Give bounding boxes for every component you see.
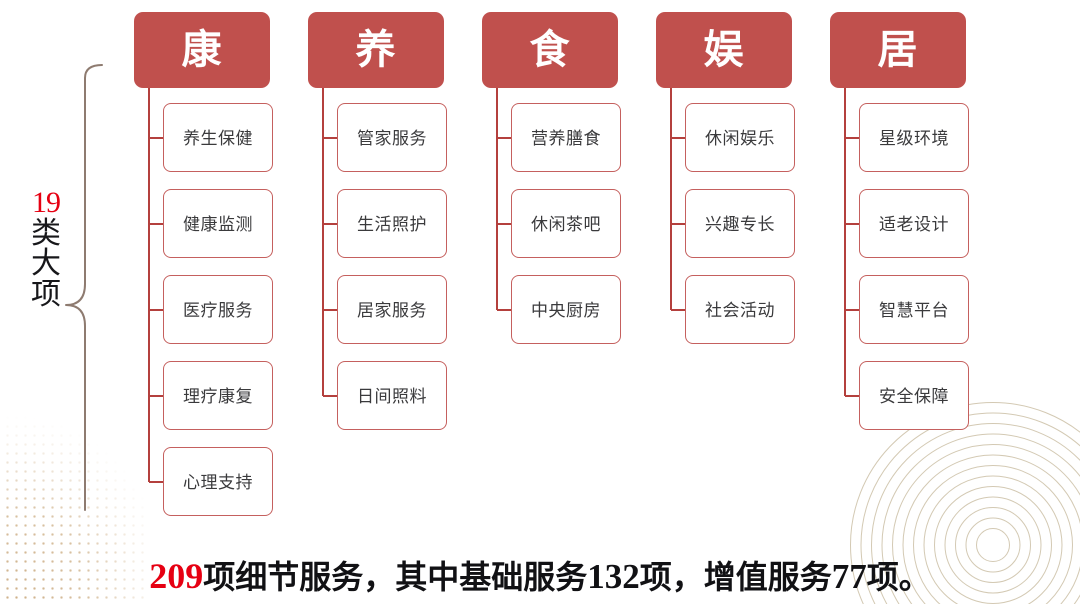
node-connector-stub (323, 308, 338, 311)
service-node[interactable]: 星级环境 (859, 103, 969, 172)
node-connector-stub (845, 308, 860, 311)
node-connector-stub (323, 394, 338, 397)
column-connector-line-2 (322, 88, 324, 396)
category-header-4[interactable]: 娱 (656, 12, 792, 88)
category-count-number: 19 (32, 186, 61, 219)
category-header-1[interactable]: 康 (134, 12, 270, 88)
node-connector-stub (845, 222, 860, 225)
service-node[interactable]: 日间照料 (337, 361, 447, 430)
caption-text-2: 项，增值服务 (639, 559, 832, 595)
caption-text-3: 项。 (866, 559, 931, 595)
category-header-2[interactable]: 养 (308, 12, 444, 88)
category-count-char-2: 项 (31, 277, 61, 311)
service-node[interactable]: 社会活动 (685, 275, 795, 344)
caption-total-count: 209 (149, 556, 204, 596)
summary-caption: 209项细节服务，其中基础服务132项，增值服务77项。 (0, 552, 1080, 598)
node-connector-stub (671, 308, 686, 311)
service-node[interactable]: 营养膳食 (511, 103, 621, 172)
column-connector-line-3 (496, 88, 498, 310)
node-connector-stub (845, 136, 860, 139)
node-connector-stub (497, 222, 512, 225)
column-connector-line-1 (148, 88, 150, 482)
column-connector-line-4 (670, 88, 672, 310)
node-connector-stub (149, 136, 164, 139)
category-columns: 康养生保健健康监测医疗服务理疗康复心理支持 养管家服务生活照护居家服务日间照料 食营… (134, 12, 969, 516)
node-connector-stub (149, 308, 164, 311)
node-connector-stub (497, 308, 512, 311)
caption-basic-count: 132 (587, 557, 640, 596)
node-connector-stub (323, 136, 338, 139)
service-node[interactable]: 中央厨房 (511, 275, 621, 344)
node-connector-stub (671, 136, 686, 139)
service-node[interactable]: 休闲茶吧 (511, 189, 621, 258)
node-connector-stub (149, 480, 164, 483)
service-node[interactable]: 医疗服务 (163, 275, 273, 344)
service-node[interactable]: 理疗康复 (163, 361, 273, 430)
node-connector-stub (149, 394, 164, 397)
service-node[interactable]: 健康监测 (163, 189, 273, 258)
caption-text-1: 项细节服务，其中基础服务 (203, 559, 588, 595)
service-node[interactable]: 适老设计 (859, 189, 969, 258)
node-connector-stub (671, 222, 686, 225)
service-node[interactable]: 心理支持 (163, 447, 273, 516)
service-node[interactable]: 养生保健 (163, 103, 273, 172)
category-count-label: 19 类 大 项 (18, 186, 74, 311)
category-count-char-1: 大 (31, 247, 61, 281)
category-count-char-0: 类 (31, 216, 61, 250)
node-connector-stub (149, 222, 164, 225)
node-connector-stub (845, 394, 860, 397)
service-node[interactable]: 智慧平台 (859, 275, 969, 344)
service-node[interactable]: 休闲娱乐 (685, 103, 795, 172)
service-node[interactable]: 生活照护 (337, 189, 447, 258)
service-node[interactable]: 居家服务 (337, 275, 447, 344)
category-header-5[interactable]: 居 (830, 12, 966, 88)
column-connector-line-5 (844, 88, 846, 396)
node-connector-stub (323, 222, 338, 225)
caption-value-added-count: 77 (831, 557, 867, 596)
service-node[interactable]: 兴趣专长 (685, 189, 795, 258)
service-node[interactable]: 管家服务 (337, 103, 447, 172)
node-connector-stub (497, 136, 512, 139)
service-node[interactable]: 安全保障 (859, 361, 969, 430)
category-header-3[interactable]: 食 (482, 12, 618, 88)
